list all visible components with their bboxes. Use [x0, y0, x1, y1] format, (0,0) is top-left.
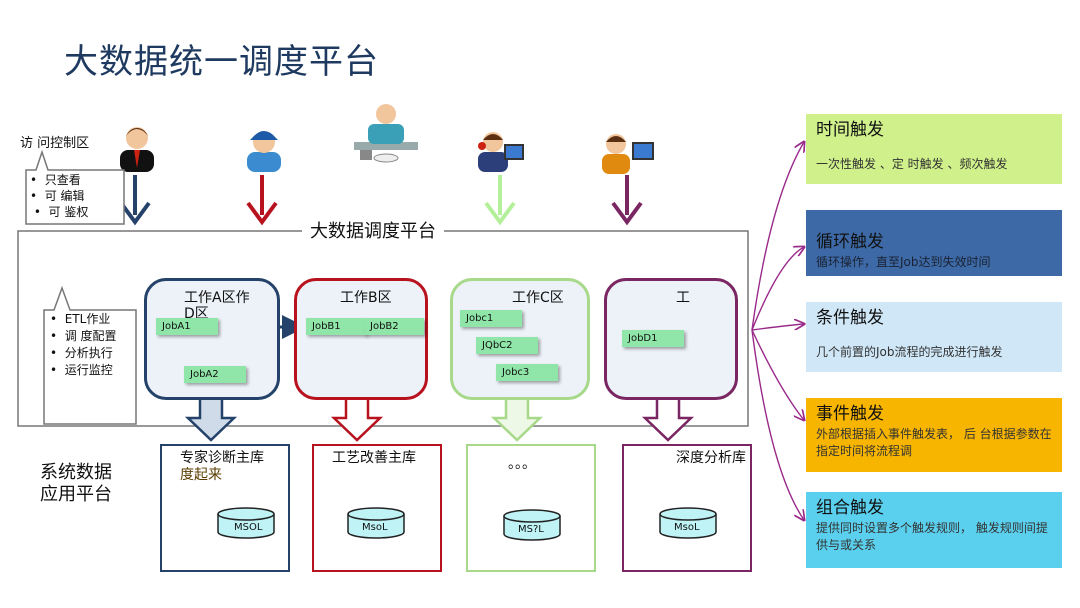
- arrow-down-green: [484, 175, 516, 226]
- zone-c-title: 工作C区: [512, 290, 564, 306]
- db-process-title: 工艺改善主库: [332, 450, 416, 466]
- db-other-title: 。。。: [508, 456, 536, 472]
- etl-list: • ETL作业 • 调 度配置 • 分析执行 • 运行监控: [50, 312, 134, 378]
- job-c3[interactable]: Jobc3: [496, 364, 558, 381]
- platform-label: 大数据调度平台: [302, 217, 444, 243]
- page-title: 大数据统一调度平台: [64, 42, 379, 82]
- db-expert: [160, 444, 290, 572]
- person-computer-icon: [602, 134, 654, 174]
- trigger-time: 时间触发 一次性触发 、定 时触发 、频次触发: [806, 114, 1062, 184]
- etl-item: • 调 度配置: [50, 329, 117, 343]
- access-item: • 只查看: [30, 173, 81, 187]
- system-label: 系统数据 应用平台: [40, 462, 112, 506]
- db-expert-subtitle: 度起来: [180, 467, 222, 483]
- job-b2[interactable]: JobB2: [364, 318, 424, 335]
- block-arrow-d: [641, 396, 695, 442]
- job-d1[interactable]: JobD1: [622, 330, 684, 347]
- person-businessman-icon: [120, 127, 154, 172]
- zone-b-title: 工作B区: [340, 290, 392, 306]
- person-phone-icon: [478, 132, 524, 172]
- trigger-event-desc: 外部根据插入事件触发表， 后 台根据参数在指定时间将流程调: [816, 427, 1052, 458]
- job-a1[interactable]: JobA1: [156, 318, 218, 335]
- db-expert-title: 专家诊断主库 度起来: [180, 450, 264, 484]
- db-deep-title: 深度分析库: [676, 450, 746, 466]
- trigger-event: 事件触发 外部根据插入事件触发表， 后 台根据参数在指定时间将流程调: [806, 398, 1062, 472]
- trigger-combo: 组合触发 提供同时设置多个触发规则， 触发规则间提供与或关系: [806, 492, 1062, 568]
- trigger-loop-title: 循环触发: [816, 232, 884, 252]
- system-label-line2: 应用平台: [40, 484, 112, 505]
- access-label: 访 问控制区: [20, 136, 90, 151]
- job-a2[interactable]: JobA2: [184, 366, 246, 383]
- person-worker-icon: [247, 131, 281, 172]
- db-expert-cyl-label: MSOL: [234, 522, 263, 533]
- block-arrow-c: [490, 396, 544, 442]
- db-cylinder-icon: [503, 509, 561, 541]
- access-callout-shape: [25, 150, 125, 225]
- etl-item: • ETL作业: [50, 312, 111, 326]
- trigger-loop-desc: 循环操作，直至Job达到失效时间: [816, 255, 991, 269]
- etl-callout-shape: [43, 286, 137, 425]
- trigger-combo-title: 组合触发: [816, 498, 884, 518]
- db-other: [466, 444, 596, 572]
- db-cylinder-icon: [217, 507, 275, 539]
- job-c2[interactable]: JQbC2: [476, 337, 538, 354]
- db-expert-name: 专家诊断主库: [180, 450, 264, 466]
- arrow-down-purple: [611, 175, 643, 226]
- etl-item: • 分析执行: [50, 346, 113, 360]
- block-arrow-a: [184, 396, 238, 442]
- trigger-time-title: 时间触发: [816, 120, 884, 140]
- trigger-combo-desc: 提供同时设置多个触发规则， 触发规则间提供与或关系: [816, 521, 1048, 552]
- db-cylinder-icon: [347, 507, 405, 539]
- db-deep-cyl-label: MsoL: [674, 522, 700, 533]
- access-item: • 可 鉴权: [30, 205, 89, 219]
- access-list: • 只查看 • 可 编辑 • 可 鉴权: [30, 172, 88, 220]
- arrow-down-navy: [119, 175, 151, 226]
- person-thinking-icon: [354, 104, 418, 163]
- job-c1[interactable]: Jobc1: [460, 310, 522, 327]
- block-arrow-b: [330, 396, 384, 442]
- trigger-condition-title: 条件触发: [816, 308, 884, 328]
- trigger-condition: 条件触发 几个前置的Job流程的完成进行触发: [806, 302, 1062, 372]
- trigger-loop: 循环触发 循环操作，直至Job达到失效时间: [806, 210, 1062, 276]
- job-b1[interactable]: JobB1: [306, 318, 366, 335]
- etl-item: • 运行监控: [50, 363, 113, 377]
- zone-b: [294, 278, 428, 400]
- access-item: • 可 编辑: [30, 189, 85, 203]
- system-label-line1: 系统数据: [40, 462, 112, 483]
- db-other-cyl-label: MS?L: [518, 524, 544, 535]
- db-process-cyl-label: MsoL: [362, 522, 388, 533]
- trigger-event-title: 事件触发: [816, 404, 884, 424]
- trigger-time-desc: 一次性触发 、定 时触发 、频次触发: [816, 157, 1008, 171]
- arrow-down-red: [246, 175, 278, 226]
- db-cylinder-icon: [659, 507, 717, 539]
- trigger-condition-desc: 几个前置的Job流程的完成进行触发: [816, 345, 1003, 359]
- zone-d-title: 工: [676, 290, 690, 306]
